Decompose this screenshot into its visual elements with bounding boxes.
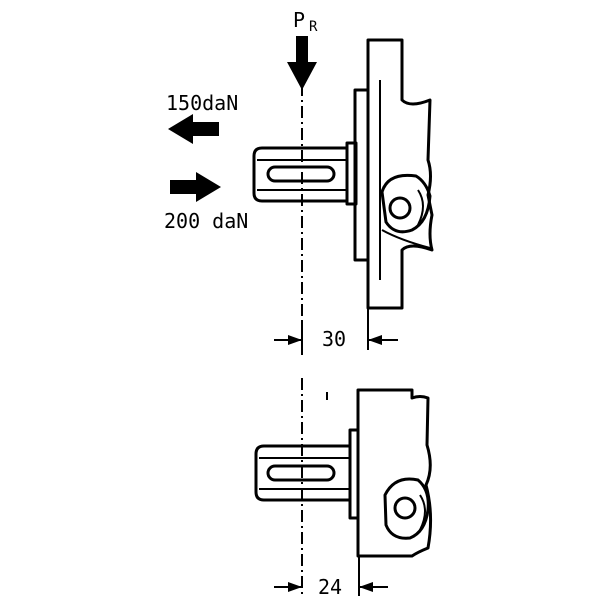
gearbox-housing-bottom — [356, 388, 433, 558]
bottom-assembly: 24 — [254, 378, 433, 599]
output-shaft-bottom — [254, 444, 352, 502]
output-shaft-top — [252, 146, 349, 203]
dimension-bottom-label: 24 — [318, 575, 342, 599]
gearbox-housing-top — [366, 38, 434, 310]
axial-load-arrow-left — [168, 114, 219, 144]
radial-load-arrow — [287, 36, 317, 90]
dimension-arrow — [288, 582, 302, 592]
radial-load-symbol: P — [293, 8, 305, 32]
worm-housing-bottom — [383, 477, 430, 540]
worm-arc — [417, 189, 424, 226]
worm-contour — [381, 229, 431, 249]
dimension-arrow — [359, 582, 373, 592]
axial-load-right-label: 200 daN — [164, 209, 248, 233]
worm-arc — [419, 494, 426, 531]
shaft-keyway-bottom — [266, 464, 336, 482]
worm-shaft-circle-top — [388, 196, 412, 220]
axial-load-left-label: 150daN — [166, 91, 238, 115]
worm-housing-top — [380, 173, 432, 234]
shaft-keyway-top — [266, 165, 336, 183]
radial-load-subscript: R — [309, 19, 318, 35]
dimension-top-label: 30 — [322, 327, 346, 351]
dimension-arrow — [288, 335, 302, 345]
worm-shaft-circle-bottom — [393, 496, 417, 520]
dimension-arrow — [368, 335, 382, 345]
top-assembly: P R 150daN 200 daN 30 — [164, 8, 434, 355]
axial-load-arrow-right — [170, 172, 221, 202]
